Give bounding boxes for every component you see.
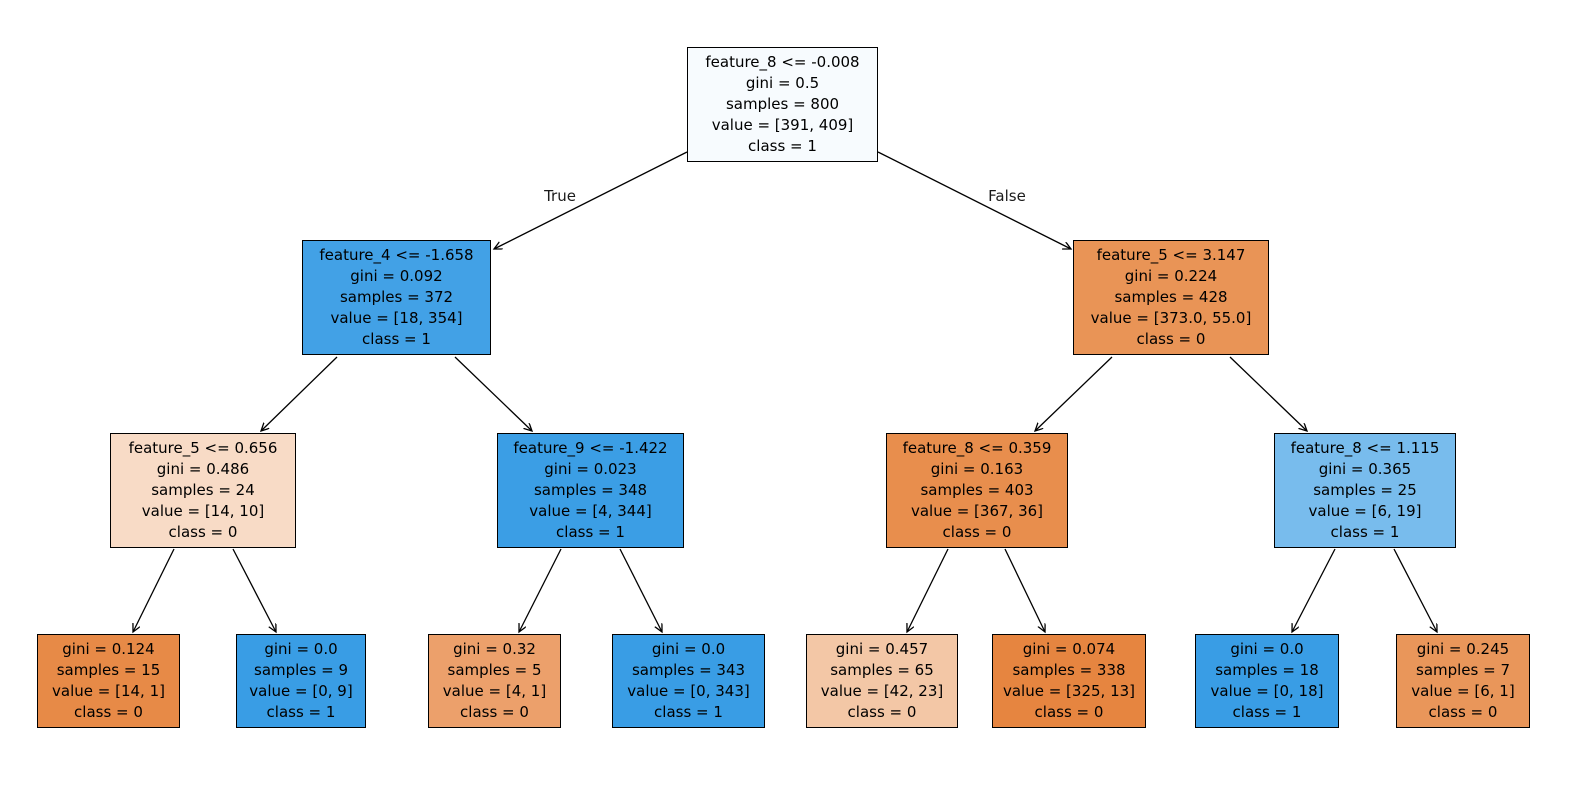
node-gini: gini = 0.245	[1416, 640, 1510, 658]
node-condition: feature_4 <= -1.658	[319, 246, 474, 264]
edge-root-left	[494, 151, 688, 249]
edge-label-true: True	[544, 187, 576, 205]
edge-right-rightright	[1229, 356, 1307, 431]
tree-leaf-2: gini = 0.0 samples = 9 value = [0, 9] cl…	[236, 634, 366, 728]
node-samples: samples = 372	[339, 288, 454, 306]
edge-leftright-leaf4	[619, 548, 662, 632]
node-class: class = 0	[1136, 330, 1206, 348]
node-value: value = [4, 1]	[442, 682, 547, 700]
tree-node-right-left: feature_8 <= 0.359 gini = 0.163 samples …	[886, 433, 1068, 548]
node-condition: feature_5 <= 0.656	[128, 439, 278, 457]
edge-root-right	[877, 151, 1071, 249]
edge-label-false: False	[988, 187, 1026, 205]
node-gini: gini = 0.0	[264, 640, 338, 658]
node-samples: samples = 65	[830, 661, 934, 679]
node-value: value = [4, 344]	[529, 502, 652, 520]
node-value: value = [0, 343]	[627, 682, 750, 700]
edge-leftright-leaf3	[519, 548, 562, 632]
node-condition: feature_8 <= 1.115	[1290, 439, 1440, 457]
node-value: value = [18, 354]	[330, 309, 463, 327]
node-class: class = 0	[460, 703, 529, 721]
tree-node-left-left: feature_5 <= 0.656 gini = 0.486 samples …	[110, 433, 296, 548]
edge-leftleft-leaf1	[133, 548, 175, 632]
edge-right-rightleft	[1035, 356, 1113, 431]
tree-leaf-4: gini = 0.0 samples = 343 value = [0, 343…	[612, 634, 765, 728]
node-gini: gini = 0.224	[1124, 267, 1218, 285]
node-class: class = 0	[74, 703, 143, 721]
node-samples: samples = 348	[533, 481, 648, 499]
node-samples: samples = 343	[631, 661, 746, 679]
node-class: class = 1	[362, 330, 431, 348]
node-class: class = 0	[1428, 703, 1498, 721]
tree-leaf-1: gini = 0.124 samples = 15 value = [14, 1…	[37, 634, 180, 728]
node-value: value = [0, 18]	[1210, 682, 1324, 700]
tree-node-right: feature_5 <= 3.147 gini = 0.224 samples …	[1073, 240, 1269, 355]
edge-left-leftleft	[261, 356, 338, 431]
node-value: value = [42, 23]	[820, 682, 944, 700]
node-gini: gini = 0.0	[651, 640, 726, 658]
node-gini: gini = 0.486	[156, 460, 250, 478]
node-class: class = 1	[266, 703, 336, 721]
node-value: value = [14, 1]	[52, 682, 165, 700]
node-class: class = 1	[654, 703, 723, 721]
node-class: class = 0	[1034, 703, 1104, 721]
node-class: class = 0	[168, 523, 238, 541]
node-gini: gini = 0.092	[350, 267, 443, 285]
edge-rightleft-leaf6	[1004, 548, 1045, 632]
node-gini: gini = 0.365	[1318, 460, 1412, 478]
node-condition: feature_5 <= 3.147	[1096, 246, 1246, 264]
node-class: class = 0	[847, 703, 917, 721]
edge-left-leftright	[454, 356, 532, 431]
node-value: value = [367, 36]	[910, 502, 1044, 520]
node-gini: gini = 0.32	[453, 640, 536, 658]
tree-leaf-6: gini = 0.074 samples = 338 value = [325,…	[992, 634, 1146, 728]
tree-leaf-5: gini = 0.457 samples = 65 value = [42, 2…	[806, 634, 958, 728]
tree-node-left: feature_4 <= -1.658 gini = 0.092 samples…	[302, 240, 491, 355]
node-value: value = [391, 409]	[711, 116, 854, 134]
node-samples: samples = 800	[725, 95, 840, 113]
node-samples: samples = 338	[1012, 661, 1126, 679]
node-class: class = 1	[748, 137, 817, 155]
node-class: class = 1	[556, 523, 625, 541]
tree-leaf-7: gini = 0.0 samples = 18 value = [0, 18] …	[1195, 634, 1339, 728]
node-samples: samples = 7	[1416, 661, 1510, 679]
node-samples: samples = 18	[1215, 661, 1319, 679]
node-samples: samples = 9	[254, 661, 348, 679]
node-value: value = [373.0, 55.0]	[1090, 309, 1252, 327]
node-samples: samples = 24	[151, 481, 255, 499]
node-samples: samples = 5	[447, 661, 542, 679]
node-condition: feature_8 <= 0.359	[902, 439, 1052, 457]
edge-leftleft-leaf2	[232, 548, 276, 632]
node-value: value = [6, 1]	[1411, 682, 1515, 700]
node-class: class = 1	[1330, 523, 1400, 541]
node-gini: gini = 0.5	[745, 74, 820, 92]
tree-node-root: feature_8 <= -0.008 gini = 0.5 samples =…	[687, 47, 878, 162]
node-class: class = 0	[942, 523, 1012, 541]
node-gini: gini = 0.0	[1230, 640, 1304, 658]
node-gini: gini = 0.163	[930, 460, 1024, 478]
tree-node-left-right: feature_9 <= -1.422 gini = 0.023 samples…	[497, 433, 684, 548]
tree-leaf-3: gini = 0.32 samples = 5 value = [4, 1] c…	[428, 634, 561, 728]
node-gini: gini = 0.023	[544, 460, 637, 478]
node-gini: gini = 0.124	[62, 640, 155, 658]
node-value: value = [325, 13]	[1002, 682, 1136, 700]
node-gini: gini = 0.457	[835, 640, 929, 658]
node-samples: samples = 403	[920, 481, 1034, 499]
node-samples: samples = 15	[56, 661, 161, 679]
edge-rightleft-leaf5	[907, 548, 949, 632]
node-value: value = [0, 9]	[249, 682, 353, 700]
node-condition: feature_8 <= -0.008	[705, 53, 860, 71]
node-gini: gini = 0.074	[1022, 640, 1116, 658]
edge-rightright-leaf7	[1292, 548, 1336, 632]
node-condition: feature_9 <= -1.422	[513, 439, 668, 457]
node-value: value = [14, 10]	[141, 502, 265, 520]
edge-rightright-leaf8	[1393, 548, 1437, 632]
tree-leaf-8: gini = 0.245 samples = 7 value = [6, 1] …	[1396, 634, 1530, 728]
node-class: class = 1	[1232, 703, 1302, 721]
tree-node-right-right: feature_8 <= 1.115 gini = 0.365 samples …	[1274, 433, 1456, 548]
node-samples: samples = 428	[1114, 288, 1228, 306]
node-value: value = [6, 19]	[1308, 502, 1422, 520]
node-samples: samples = 25	[1313, 481, 1417, 499]
